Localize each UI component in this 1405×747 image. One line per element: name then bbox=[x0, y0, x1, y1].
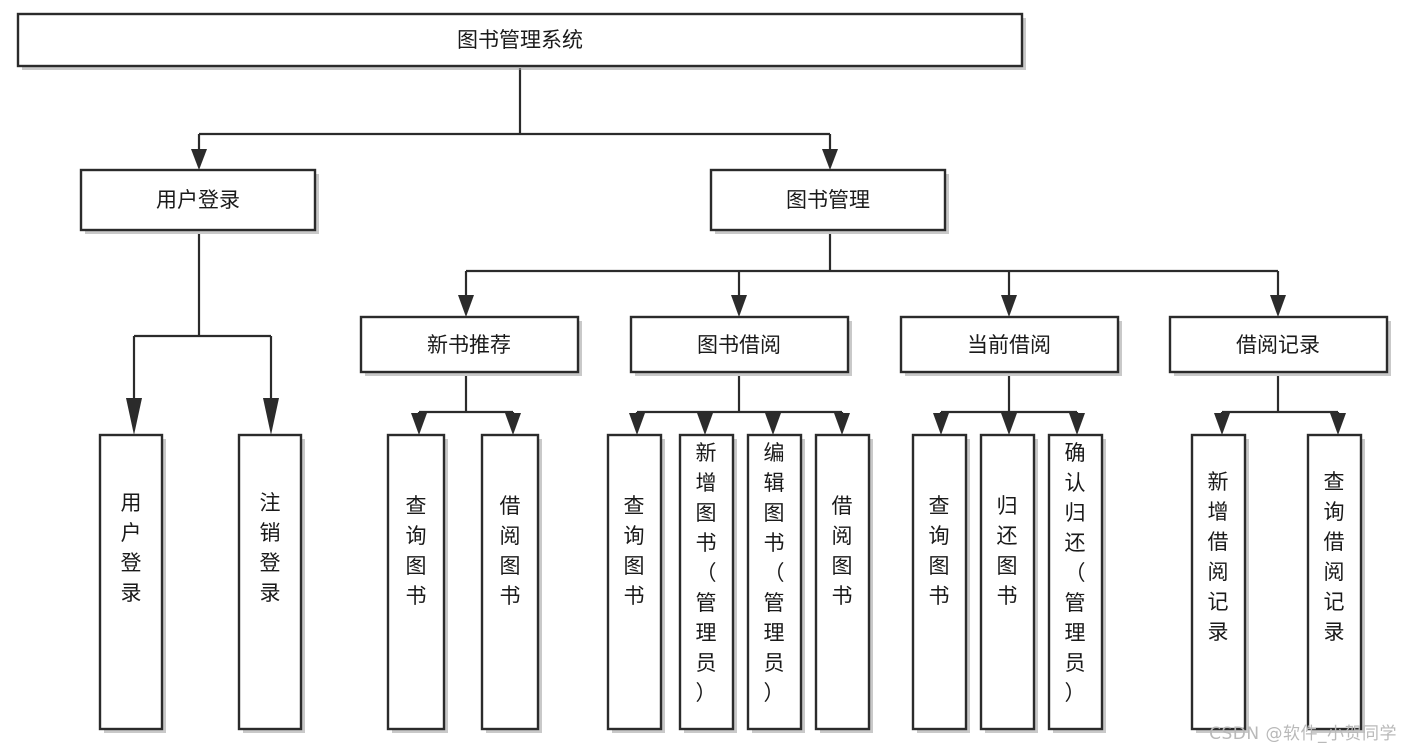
arrowhead-confirm-return bbox=[1069, 413, 1085, 435]
edge-layer bbox=[126, 68, 1346, 435]
arrowhead-query-book-1 bbox=[411, 413, 427, 435]
node-leaf-edit-book-box bbox=[746, 433, 803, 731]
node-leaf-query-book-3[interactable]: 查询图书 bbox=[911, 433, 970, 733]
node-leaf-query-book-1-label: 查询图书 bbox=[406, 494, 427, 608]
node-book-manage-box bbox=[709, 168, 947, 232]
arrowhead-leaf-user-login bbox=[126, 398, 142, 435]
node-current-borrow[interactable]: 当前借阅 bbox=[899, 315, 1122, 376]
arrowhead-return-book bbox=[1001, 413, 1017, 435]
node-leaf-query-book-2[interactable]: 查询图书 bbox=[606, 433, 665, 733]
node-leaf-add-record-label: 新增借阅记录 bbox=[1208, 470, 1229, 644]
node-leaf-borrow-book-1[interactable]: 借阅图书 bbox=[480, 433, 542, 733]
node-leaf-return-book-label: 归还图书 bbox=[997, 494, 1018, 608]
node-leaf-query-book-3-box bbox=[911, 433, 968, 731]
node-leaf-add-book-box bbox=[678, 433, 735, 731]
arrowhead-query-book-3 bbox=[933, 413, 949, 435]
node-leaf-query-book-1[interactable]: 查询图书 bbox=[386, 433, 448, 733]
node-current-borrow-label: 当前借阅 bbox=[967, 333, 1051, 357]
arrowhead-new-book-rec bbox=[458, 295, 474, 317]
arrowhead-book-manage bbox=[822, 149, 838, 170]
arrowhead-query-book-2 bbox=[629, 413, 645, 435]
node-leaf-add-book[interactable]: 新增图书（管理员） bbox=[678, 433, 737, 733]
node-new-book-rec[interactable]: 新书推荐 bbox=[359, 315, 582, 376]
csdn-watermark: CSDN @软件_小贺同学 bbox=[1209, 724, 1397, 744]
node-user-login-box bbox=[79, 168, 317, 232]
node-leaf-add-record[interactable]: 新增借阅记录 bbox=[1190, 433, 1249, 733]
node-user-login-label: 用户登录 bbox=[156, 188, 240, 212]
node-leaf-query-record-label: 查询借阅记录 bbox=[1324, 470, 1345, 644]
node-leaf-logout-login[interactable]: 注销登录 bbox=[237, 433, 305, 733]
node-leaf-confirm-return-label: 确认归还（管理员） bbox=[1065, 441, 1086, 705]
node-leaf-borrow-book-2-label: 借阅图书 bbox=[832, 494, 853, 608]
node-book-manage-label: 图书管理 bbox=[786, 188, 870, 212]
node-leaf-user-login-box bbox=[98, 433, 164, 731]
node-user-login[interactable]: 用户登录 bbox=[79, 168, 319, 234]
node-leaf-return-book[interactable]: 归还图书 bbox=[979, 433, 1038, 733]
node-leaf-query-record-box bbox=[1306, 433, 1363, 731]
arrowhead-borrow-book-1 bbox=[505, 413, 521, 435]
node-leaf-logout-login-label: 注销登录 bbox=[260, 491, 281, 605]
arrowhead-borrow-book-2 bbox=[834, 413, 850, 435]
node-root-box bbox=[16, 12, 1024, 68]
node-leaf-borrow-book-2[interactable]: 借阅图书 bbox=[814, 433, 873, 733]
node-leaf-return-book-box bbox=[979, 433, 1036, 731]
node-leaf-borrow-book-1-box bbox=[480, 433, 540, 731]
node-new-book-rec-label: 新书推荐 bbox=[427, 333, 511, 357]
node-leaf-query-book-3-label: 查询图书 bbox=[929, 494, 950, 608]
arrowhead-edit-book bbox=[765, 413, 781, 435]
node-leaf-logout-login-box bbox=[237, 433, 303, 731]
arrowhead-borrow-record bbox=[1270, 295, 1286, 317]
arrowhead-current-borrow bbox=[1001, 295, 1017, 317]
node-book-borrow[interactable]: 图书借阅 bbox=[629, 315, 852, 376]
node-leaf-query-book-2-label: 查询图书 bbox=[624, 494, 645, 608]
node-borrow-record-box bbox=[1168, 315, 1389, 374]
arrowhead-add-record bbox=[1214, 413, 1230, 435]
node-leaf-query-book-2-box bbox=[606, 433, 663, 731]
node-leaf-confirm-return-box bbox=[1047, 433, 1104, 731]
node-leaf-edit-book-label: 编辑图书（管理员） bbox=[764, 441, 785, 705]
node-leaf-confirm-return[interactable]: 确认归还（管理员） bbox=[1047, 433, 1106, 733]
node-root[interactable]: 图书管理系统 bbox=[16, 12, 1026, 70]
arrowhead-book-borrow bbox=[731, 295, 747, 317]
arrowhead-user-login bbox=[191, 149, 207, 170]
node-leaf-edit-book[interactable]: 编辑图书（管理员） bbox=[746, 433, 805, 733]
node-leaf-user-login[interactable]: 用户登录 bbox=[98, 433, 166, 733]
node-root-label: 图书管理系统 bbox=[457, 28, 583, 52]
node-leaf-query-book-1-box bbox=[386, 433, 446, 731]
node-leaf-borrow-book-1-label: 借阅图书 bbox=[500, 494, 521, 608]
node-book-manage[interactable]: 图书管理 bbox=[709, 168, 949, 234]
node-book-borrow-label: 图书借阅 bbox=[697, 333, 781, 357]
arrowhead-add-book bbox=[697, 413, 713, 435]
node-current-borrow-box bbox=[899, 315, 1120, 374]
node-leaf-borrow-book-2-box bbox=[814, 433, 871, 731]
node-borrow-record[interactable]: 借阅记录 bbox=[1168, 315, 1391, 376]
node-leaf-add-record-box bbox=[1190, 433, 1247, 731]
node-leaf-user-login-label: 用户登录 bbox=[121, 491, 142, 605]
node-leaf-query-record[interactable]: 查询借阅记录 bbox=[1306, 433, 1365, 733]
arrowhead-query-record bbox=[1330, 413, 1346, 435]
node-new-book-rec-box bbox=[359, 315, 580, 374]
node-borrow-record-label: 借阅记录 bbox=[1236, 333, 1320, 357]
arrowhead-leaf-logout-login bbox=[263, 398, 279, 435]
node-book-borrow-box bbox=[629, 315, 850, 374]
node-leaf-add-book-label: 新增图书（管理员） bbox=[696, 441, 717, 705]
